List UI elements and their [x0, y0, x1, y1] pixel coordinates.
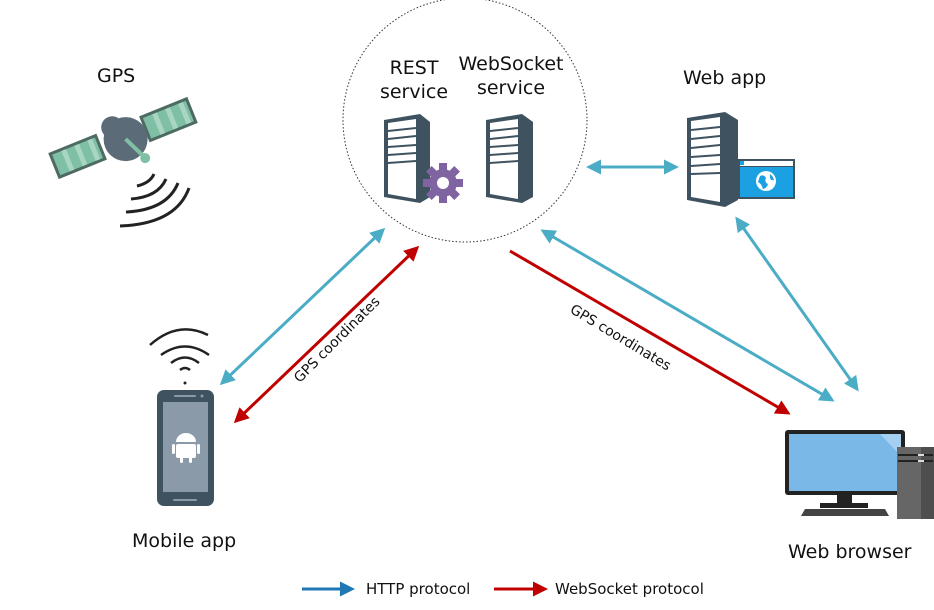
desktop-computer-icon: [785, 430, 934, 519]
gps-label: GPS: [97, 65, 136, 87]
edge-services-browser-websocket: [509, 249, 791, 415]
edge-mobile-services-websocket: [233, 245, 420, 424]
web-browser-label: Web browser: [788, 541, 912, 563]
android-phone-icon: [157, 390, 214, 506]
webapp-label: Web app: [683, 67, 767, 89]
legend-http-label: HTTP protocol: [366, 580, 471, 598]
legend-websocket-label: WebSocket protocol: [555, 580, 704, 598]
websocket-label-line2: service: [476, 77, 546, 99]
websocket-server-icon: [486, 114, 533, 203]
gear-icon: [423, 163, 463, 203]
signal-waves-icon: [119, 173, 191, 228]
rest-server-icon: [384, 114, 430, 203]
mobile-app-label: Mobile app: [132, 530, 237, 552]
globe-window-icon: [738, 159, 795, 199]
rest-service-label: REST service: [374, 56, 454, 104]
websocket-label-line1: WebSocket: [458, 53, 564, 75]
satellite-icon: [48, 96, 198, 180]
rest-label-line1: REST: [389, 57, 439, 79]
services-boundary: [342, 0, 588, 243]
phone-signal-icon: [149, 328, 210, 372]
rest-label-line2: service: [379, 81, 449, 103]
websocket-service-label: WebSocket service: [452, 52, 570, 100]
edge-webapp-browser-http: [735, 216, 859, 392]
webapp-server-icon: [687, 112, 738, 207]
